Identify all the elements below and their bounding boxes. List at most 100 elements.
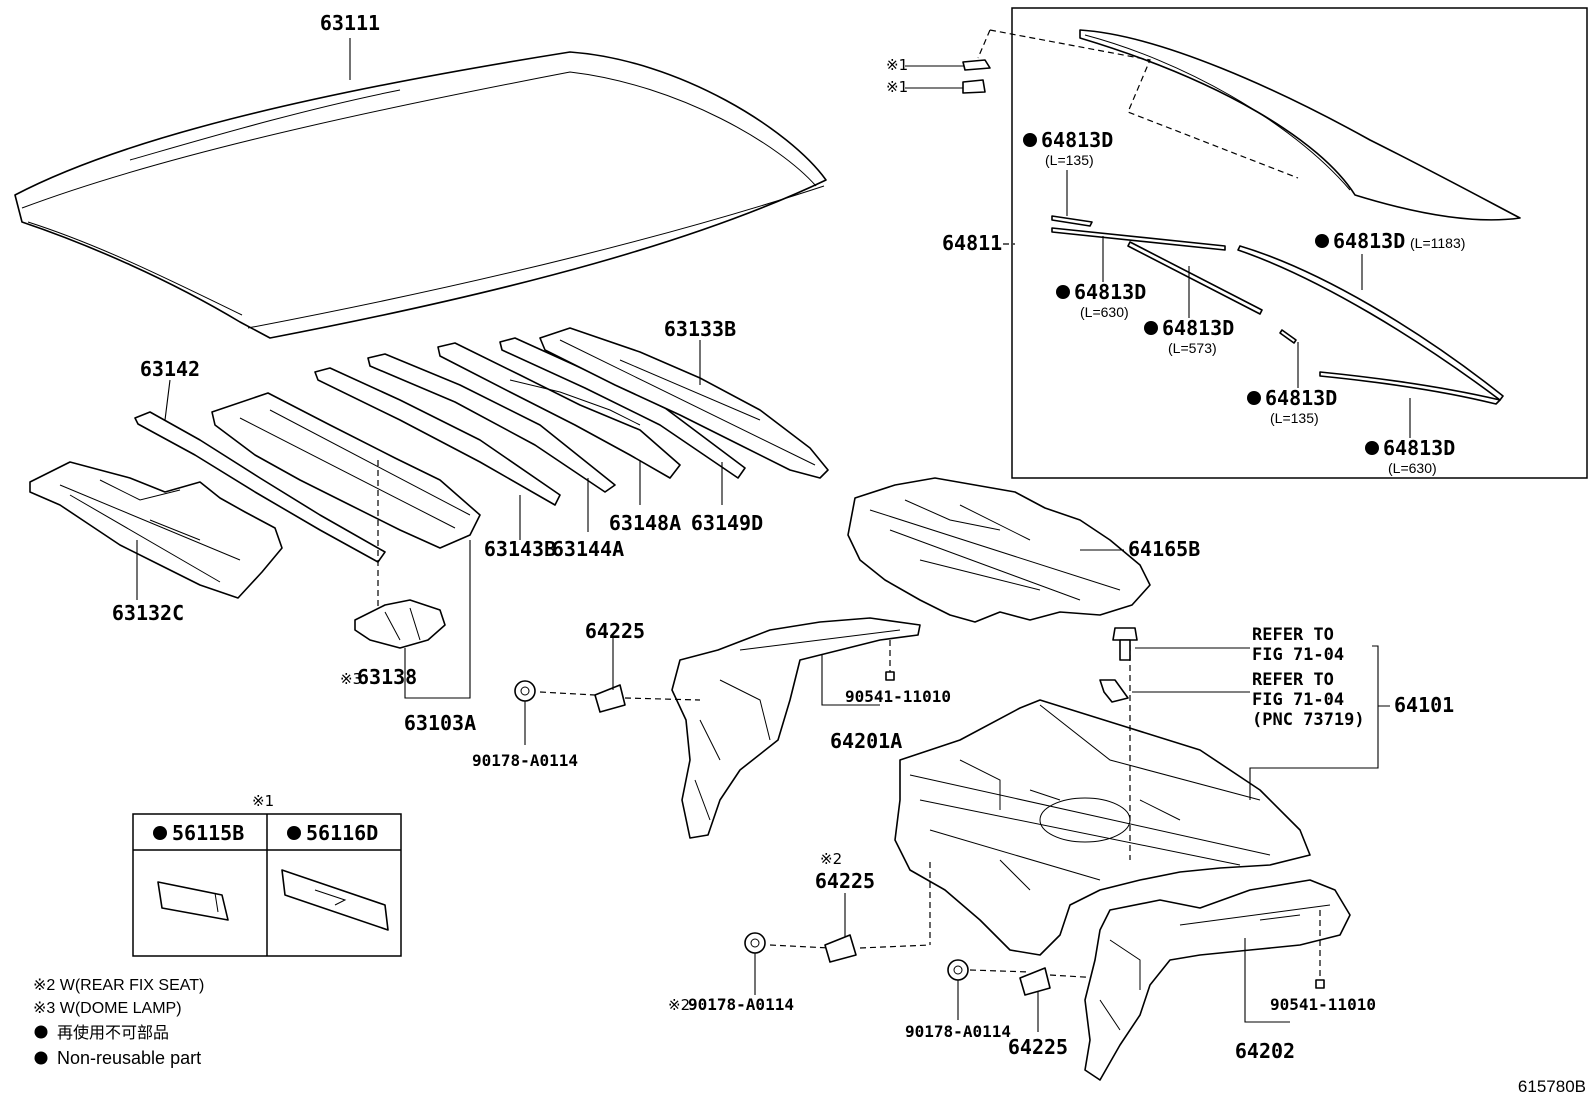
dash-bracket-mid xyxy=(769,944,931,949)
legend-dot-en xyxy=(34,1051,48,1065)
legend-w-dome-lamp: ※3 W(DOME LAMP) xyxy=(33,1000,182,1017)
part-label-64225-upper: 64225 xyxy=(585,619,645,643)
non-reusable-dot-1 xyxy=(1023,133,1037,147)
refer-2-line-b: FIG 71-04 xyxy=(1252,690,1344,710)
strip-length-5: (L=135) xyxy=(1270,410,1319,426)
bracket-mid-drawing xyxy=(824,934,857,963)
non-reusable-dot-5 xyxy=(1247,391,1261,405)
glass-pad-b-drawing xyxy=(962,79,986,94)
refer-1-line-b: FIG 71-04 xyxy=(1252,645,1344,665)
marker-3-63138: ※3 xyxy=(340,670,362,688)
part-label-63103A: 63103A xyxy=(404,711,476,735)
part-label-64225-lower: 64225 xyxy=(1008,1035,1068,1059)
marker-2-nut: ※2 xyxy=(668,996,690,1014)
marker-2-64225: ※2 xyxy=(820,850,842,868)
part-label-63138: 63138 xyxy=(357,665,417,689)
roof-bow-b-drawing xyxy=(314,367,561,506)
part-label-64225-mid: 64225 xyxy=(815,869,875,893)
dome-lamp-bracket-drawing xyxy=(354,599,446,649)
strip-length-3: (L=630) xyxy=(1080,304,1129,320)
dash-glass xyxy=(989,29,1299,179)
package-tray-side-left-drawing xyxy=(671,617,921,839)
strip-length-1: (L=135) xyxy=(1045,152,1094,168)
shelf-insulator-drawing xyxy=(847,477,1151,623)
part-label-64201A: 64201A xyxy=(830,729,902,753)
part-label-64811: 64811 xyxy=(942,231,1002,255)
part-label-63144A: 63144A xyxy=(552,537,624,561)
bracket-lower-drawing xyxy=(1019,967,1051,996)
glass-seal-strips xyxy=(1051,215,1504,405)
part-label-63111: 63111 xyxy=(320,11,380,35)
strip-length-2: (L=1183) xyxy=(1410,235,1465,251)
strip-label-6: 64813D xyxy=(1383,436,1455,460)
strip-label-3: 64813D xyxy=(1074,280,1146,304)
leader-64101 xyxy=(1249,645,1390,800)
leader-64201A xyxy=(821,655,880,706)
legend-w-rear-fix-seat: ※2 W(REAR FIX SEAT) xyxy=(33,977,204,994)
inset-col-1: 56115B xyxy=(172,821,244,845)
pad-56116D-drawing xyxy=(281,869,389,931)
part-label-63133B: 63133B xyxy=(664,317,736,341)
front-header-inner-drawing xyxy=(29,461,283,599)
strip-length-6: (L=630) xyxy=(1388,460,1437,476)
bracket-upper-drawing xyxy=(594,684,626,713)
marker-1-a: ※1 xyxy=(886,56,908,74)
rear-header-drawing xyxy=(539,327,829,479)
non-reusable-dot-56116D xyxy=(287,826,301,840)
back-window-glass-drawing xyxy=(1079,29,1521,221)
package-tray-panel-drawing xyxy=(894,699,1311,956)
non-reusable-dot-6 xyxy=(1365,441,1379,455)
strip-label-2: 64813D xyxy=(1333,229,1405,253)
strip-label-5: 64813D xyxy=(1265,386,1337,410)
dash-glass-2 xyxy=(977,29,991,59)
leader-63103A xyxy=(404,540,471,699)
strip-label-1: 64813D xyxy=(1041,128,1113,152)
non-reusable-dot-3 xyxy=(1056,285,1070,299)
marker-1-b: ※1 xyxy=(886,78,908,96)
roof-bow-c-drawing xyxy=(367,353,616,493)
clip-lower-drawing xyxy=(1315,979,1325,989)
refer-2-line-a: REFER TO xyxy=(1252,670,1334,690)
part-label-90541-upper: 90541-11010 xyxy=(845,687,951,706)
strip-length-4: (L=573) xyxy=(1168,340,1217,356)
dash-bracket-upper xyxy=(539,691,701,701)
part-label-63132C: 63132C xyxy=(112,601,184,625)
part-label-63142: 63142 xyxy=(140,357,200,381)
non-reusable-dot-56115B xyxy=(153,826,167,840)
legend-non-reusable-jp: 再使用不可部品 xyxy=(57,1024,169,1042)
nut-upper-hole xyxy=(520,686,530,696)
part-label-90178-mid: 90178-A0114 xyxy=(688,995,794,1014)
nut-lower-drawing xyxy=(947,959,969,981)
non-reusable-dot-4 xyxy=(1144,321,1158,335)
nut-upper-drawing xyxy=(514,680,536,702)
part-label-64202: 64202 xyxy=(1235,1039,1295,1063)
roof-bow-e-drawing xyxy=(499,337,746,479)
front-header-drawing xyxy=(134,411,386,563)
refer-1-line-a: REFER TO xyxy=(1252,625,1334,645)
legend-non-reusable-en: Non-reusable part xyxy=(57,1048,201,1068)
roof-bow-a-drawing xyxy=(211,392,481,549)
part-label-63148A: 63148A xyxy=(609,511,681,535)
pad-56115B-edge xyxy=(214,892,219,913)
part-label-64165B: 64165B xyxy=(1128,537,1200,561)
figure-number: 615780B xyxy=(1518,1077,1586,1096)
part-label-63149D: 63149D xyxy=(691,511,763,535)
part-label-64101: 64101 xyxy=(1394,693,1454,717)
pad-56115B-drawing xyxy=(157,881,229,921)
bolt-drawing xyxy=(1112,627,1138,661)
back-window-inset-box xyxy=(1011,7,1588,479)
leader-63142 xyxy=(164,379,171,421)
roof-panel-drawing xyxy=(14,51,827,339)
clip-refer-drawing xyxy=(1099,679,1129,703)
non-reusable-dot-2 xyxy=(1315,234,1329,248)
leader-64202 xyxy=(1244,938,1290,1023)
strip-label-4: 64813D xyxy=(1162,316,1234,340)
inset-col-2: 56116D xyxy=(306,821,378,845)
nut-lower-hole xyxy=(953,965,963,975)
pad-56116D-mark xyxy=(314,889,347,906)
part-label-63143B: 63143B xyxy=(484,537,556,561)
part-label-90541-lower: 90541-11010 xyxy=(1270,995,1376,1014)
refer-2-line-c: (PNC 73719) xyxy=(1252,710,1365,730)
legend-dot-jp xyxy=(34,1025,48,1039)
